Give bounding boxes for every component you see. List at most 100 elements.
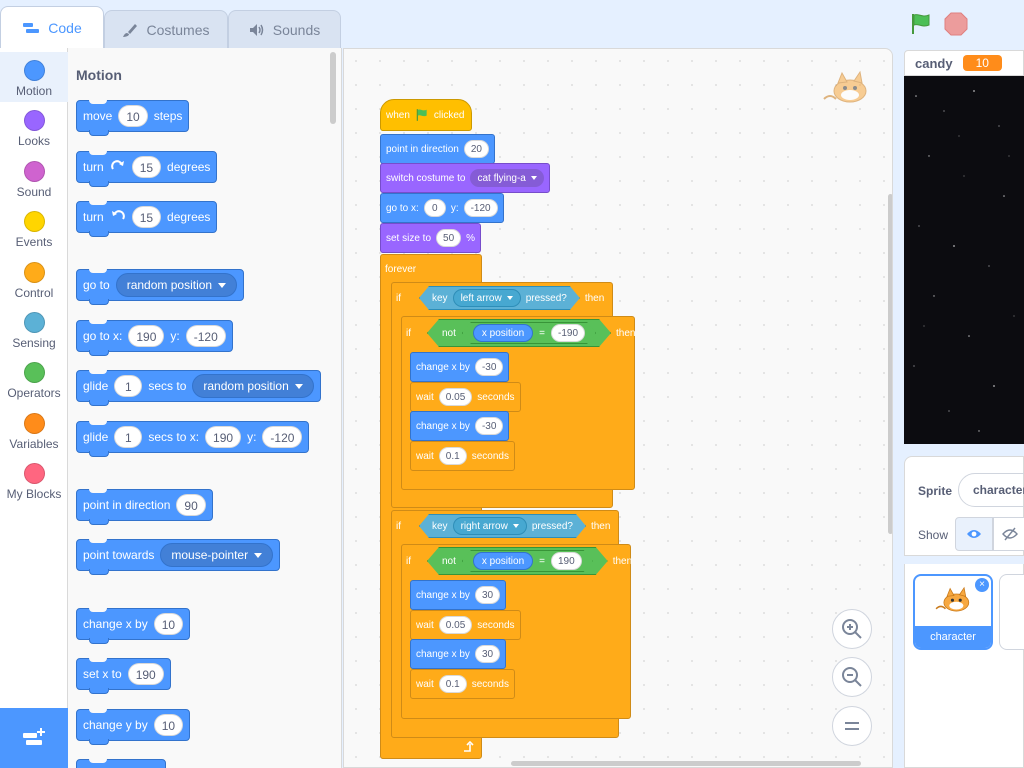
category-variables[interactable]: Variables: [0, 405, 68, 455]
key-pressed-left-block[interactable]: key left arrow pressed?: [419, 286, 580, 310]
change-x-script-block[interactable]: change x by 30: [410, 580, 507, 610]
go-to-xy-block[interactable]: go to x: 190 y: -120: [76, 320, 233, 356]
delete-sprite-icon[interactable]: ×: [975, 578, 989, 592]
stage-canvas[interactable]: [904, 76, 1024, 444]
y-input[interactable]: -120: [262, 426, 303, 448]
compare-input[interactable]: 190: [551, 552, 582, 570]
sprite-tile[interactable]: [999, 574, 1024, 650]
category-my-blocks[interactable]: My Blocks: [0, 455, 68, 505]
sprite-tile-character[interactable]: character ×: [913, 574, 993, 650]
change-x-block[interactable]: change x by 10: [76, 608, 191, 644]
y-input[interactable]: -120: [185, 325, 226, 347]
turn-left-block[interactable]: turn 15 degrees: [76, 201, 218, 237]
change-x-input[interactable]: -30: [474, 358, 504, 376]
wait-input[interactable]: 0.1: [438, 675, 467, 693]
not-operator-block[interactable]: not x position = -190: [427, 319, 611, 347]
point-in-direction-block[interactable]: point in direction 90: [76, 489, 213, 525]
category-sensing[interactable]: Sensing: [0, 304, 68, 354]
zoom-in-button[interactable]: [832, 609, 872, 649]
x-input[interactable]: 190: [128, 325, 165, 347]
wait-input[interactable]: 0.05: [438, 388, 473, 406]
glide-dropdown[interactable]: random position: [192, 374, 314, 398]
workspace-vertical-scrollbar[interactable]: [888, 194, 892, 534]
go-to-xy-script-block[interactable]: go to x: 0 y: -120: [380, 193, 504, 223]
wait-block[interactable]: wait 0.05 seconds: [410, 610, 521, 640]
set-x-block[interactable]: set x to 190: [76, 658, 171, 694]
secs-input[interactable]: 1: [114, 375, 143, 397]
category-control[interactable]: Control: [0, 254, 68, 304]
go-to-dropdown[interactable]: random position: [115, 273, 238, 297]
change-x-input[interactable]: 10: [153, 613, 184, 635]
key-dropdown[interactable]: left arrow: [453, 289, 521, 307]
change-y-block[interactable]: change y by 10: [76, 709, 191, 745]
equals-operator-block[interactable]: x position = -190: [462, 322, 596, 344]
category-events[interactable]: Events: [0, 203, 68, 253]
zoom-out-button[interactable]: [832, 657, 872, 697]
point-towards-dropdown[interactable]: mouse-pointer: [160, 543, 274, 567]
change-x-script-block[interactable]: change x by -30: [410, 411, 510, 441]
change-x-script-block[interactable]: change x by 30: [410, 639, 507, 669]
size-input[interactable]: 50: [436, 229, 462, 247]
x-input[interactable]: 190: [205, 426, 242, 448]
dropdown-arrow-icon: [507, 296, 513, 300]
stop-icon[interactable]: [944, 12, 968, 36]
script-area[interactable]: forever when clicked point in direction …: [343, 48, 893, 768]
green-flag-icon[interactable]: [909, 12, 933, 36]
point-towards-block[interactable]: point towards mouse-pointer: [76, 539, 281, 575]
hide-sprite-button[interactable]: [993, 517, 1024, 551]
change-x-input[interactable]: 30: [474, 586, 501, 604]
change-x-input[interactable]: -30: [474, 417, 504, 435]
wait-input[interactable]: 0.1: [438, 447, 467, 465]
wait-block[interactable]: wait 0.1 seconds: [410, 441, 515, 471]
category-operators[interactable]: Operators: [0, 354, 68, 404]
glide-xy-block[interactable]: glide 1 secs to x: 190 y: -120: [76, 421, 310, 457]
turn-right-block[interactable]: turn 15 degrees: [76, 151, 218, 187]
set-y-block[interactable]: [76, 759, 166, 768]
tab-code[interactable]: Code: [0, 6, 104, 48]
steps-input[interactable]: 10: [118, 105, 148, 127]
key-pressed-right-block[interactable]: key right arrow pressed?: [419, 514, 586, 538]
set-x-input[interactable]: 190: [127, 663, 164, 685]
glide-block[interactable]: glide 1 secs to random position: [76, 370, 321, 406]
tab-sounds[interactable]: Sounds: [228, 10, 341, 48]
category-motion[interactable]: Motion: [0, 52, 68, 102]
secs-input[interactable]: 1: [114, 426, 143, 448]
direction-input[interactable]: 20: [463, 140, 489, 158]
x-input[interactable]: 0: [423, 199, 446, 217]
costume-dropdown[interactable]: cat flying-a: [470, 169, 544, 187]
equals-operator-block[interactable]: x position = 190: [462, 550, 593, 572]
palette-scrollbar[interactable]: [330, 52, 336, 124]
direction-input[interactable]: 90: [176, 494, 206, 516]
change-y-input[interactable]: 10: [153, 714, 184, 736]
category-looks[interactable]: Looks: [0, 102, 68, 152]
zoom-reset-button[interactable]: [832, 706, 872, 746]
y-input[interactable]: -120: [463, 199, 498, 217]
not-operator-block[interactable]: not x position = 190: [427, 547, 608, 575]
point-direction-script-block[interactable]: point in direction 20: [380, 134, 495, 164]
workspace-horizontal-scrollbar[interactable]: [511, 761, 861, 766]
key-dropdown[interactable]: right arrow: [453, 517, 527, 535]
wait-input[interactable]: 0.05: [438, 616, 473, 634]
x-position-reporter[interactable]: x position: [473, 324, 533, 342]
block-label: wait: [416, 450, 434, 462]
add-extension-button[interactable]: [0, 708, 68, 768]
sprite-name-input[interactable]: character: [958, 473, 1024, 507]
wait-block[interactable]: wait 0.05 seconds: [410, 382, 521, 412]
block-label: clicked: [433, 109, 465, 121]
tab-costumes[interactable]: Costumes: [104, 10, 228, 48]
show-sprite-button[interactable]: [955, 517, 993, 551]
change-x-script-block[interactable]: change x by -30: [410, 352, 510, 382]
wait-block[interactable]: wait 0.1 seconds: [410, 669, 515, 699]
degrees-input[interactable]: 15: [131, 206, 162, 228]
degrees-input[interactable]: 15: [131, 156, 162, 178]
move-steps-block[interactable]: move 10 steps: [76, 100, 190, 136]
x-position-reporter[interactable]: x position: [473, 552, 533, 570]
change-x-input[interactable]: 30: [474, 645, 501, 663]
go-to-block[interactable]: go to random position: [76, 269, 245, 305]
set-size-block[interactable]: set size to 50 %: [380, 223, 482, 253]
category-label: Sensing: [12, 336, 56, 350]
when-flag-clicked-block[interactable]: when clicked: [380, 99, 472, 131]
category-sound[interactable]: Sound: [0, 153, 68, 203]
compare-input[interactable]: -190: [551, 324, 585, 342]
switch-costume-block[interactable]: switch costume to cat flying-a: [380, 163, 550, 193]
